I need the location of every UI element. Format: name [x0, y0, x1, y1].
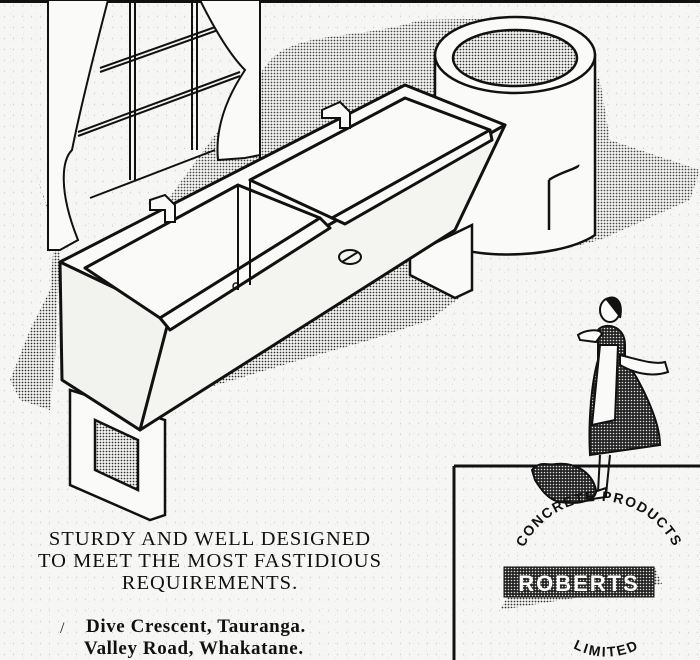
drain-hole: [232, 282, 240, 290]
concrete-wash-tub: [58, 83, 507, 432]
slogan-line: REQUIREMENTS.: [121, 572, 299, 594]
logo-bottom-text: LIMITED: [572, 636, 640, 659]
tap-left: [149, 193, 176, 223]
slogan-line: STURDY AND WELL DESIGNED: [48, 528, 372, 550]
round-boiler: [433, 15, 597, 256]
addresses: Dive Crescent, Tauranga. Valley Road, Wh…: [84, 616, 306, 660]
maker-badge: [338, 249, 362, 265]
stray-mark: /: [60, 620, 65, 637]
address-line: Dive Crescent, Tauranga.: [86, 616, 306, 637]
roberts-logo: ROBERTS CONCRETE PRODUCTS LIMITED: [500, 488, 686, 660]
cat: [530, 462, 597, 504]
svg-text:CONCRETE PRODUCTS: CONCRETE PRODUCTS: [512, 488, 686, 549]
slogan: STURDY AND WELL DESIGNED TO MEET THE MOS…: [10, 528, 410, 594]
slogan-line: TO MEET THE MOST FASTIDIOUS: [37, 550, 383, 572]
svg-text:LIMITED: LIMITED: [572, 636, 642, 659]
tap-right: [321, 100, 351, 129]
logo-arc-text: CONCRETE PRODUCTS: [512, 488, 684, 549]
floor-shadow-left: [10, 170, 60, 410]
curtain-right: [198, 0, 261, 162]
top-border: [0, 0, 700, 3]
address-line: Valley Road, Whakatane.: [84, 638, 304, 659]
logo-brand: ROBERTS: [518, 571, 640, 596]
logo-brand-bar: [503, 566, 655, 598]
woman-figure: [576, 296, 670, 501]
curtain-left: [47, 0, 110, 251]
